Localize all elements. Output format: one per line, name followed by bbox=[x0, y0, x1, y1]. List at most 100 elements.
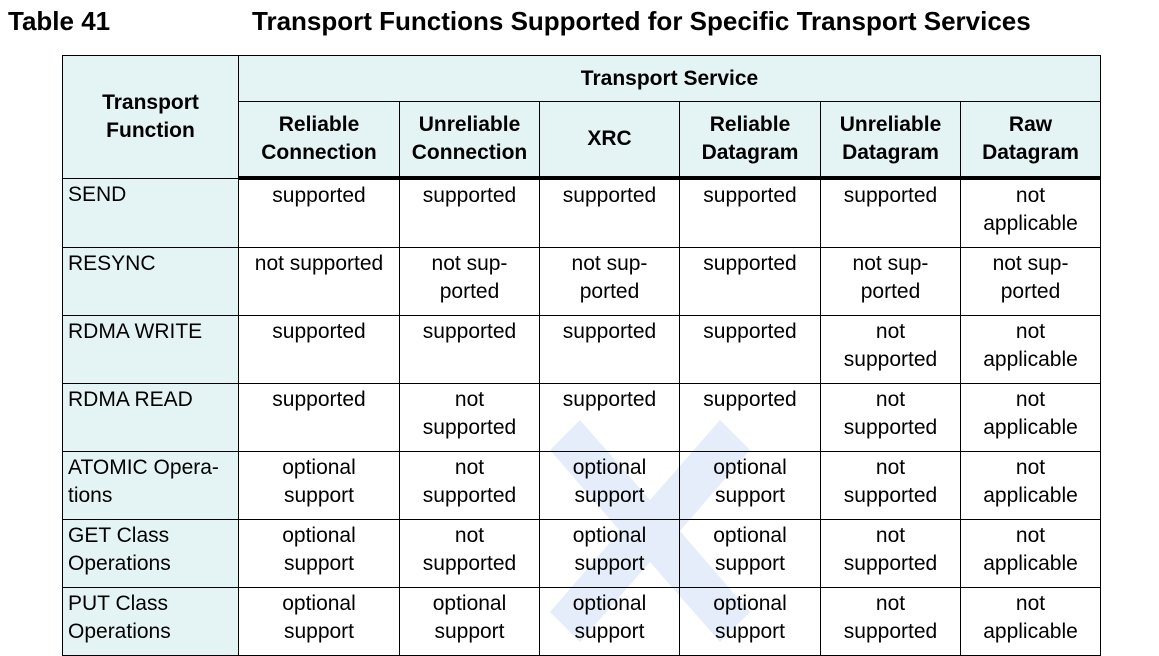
support-cell: not supported bbox=[399, 519, 540, 588]
function-label: RDMA READ bbox=[68, 388, 193, 411]
support-cell: optional support bbox=[679, 451, 821, 520]
support-cell: supported bbox=[539, 177, 680, 248]
support-cell: not sup- ported bbox=[820, 247, 961, 316]
support-cell: supported bbox=[679, 247, 821, 316]
function-label: GET Class Operations bbox=[68, 524, 171, 575]
row-header-function: ATOMIC Opera- tions bbox=[62, 451, 239, 520]
row-header-function: RESYNC bbox=[62, 247, 239, 316]
support-value: supported bbox=[703, 252, 797, 275]
support-cell: optional support bbox=[238, 451, 400, 520]
support-value: supported bbox=[703, 320, 797, 343]
support-value: not applicable bbox=[983, 456, 1078, 507]
support-cell: supported bbox=[238, 315, 400, 384]
support-value: not supported bbox=[843, 388, 938, 439]
function-label: RDMA WRITE bbox=[68, 320, 203, 343]
support-value: not supported bbox=[422, 456, 517, 507]
support-value: optional support bbox=[572, 456, 647, 507]
support-cell: not sup- ported bbox=[399, 247, 540, 316]
support-cell: not applicable bbox=[959, 177, 1102, 248]
support-cell: supported bbox=[539, 383, 680, 452]
support-cell: optional support bbox=[679, 587, 821, 656]
support-value: optional support bbox=[432, 592, 507, 643]
support-value: optional support bbox=[713, 456, 787, 507]
table-caption: Table 41 Transport Functions Supported f… bbox=[8, 4, 1153, 38]
support-cell: not sup- ported bbox=[539, 247, 680, 316]
support-value: not applicable bbox=[983, 184, 1078, 235]
support-value: supported bbox=[562, 320, 657, 343]
support-cell: supported bbox=[679, 383, 821, 452]
support-value: not supported bbox=[422, 388, 517, 439]
row-header-function: RDMA READ bbox=[62, 383, 239, 452]
support-cell: not supported bbox=[820, 315, 961, 384]
support-cell: not supported bbox=[399, 383, 540, 452]
support-cell: optional support bbox=[539, 451, 680, 520]
support-cell: supported bbox=[238, 177, 400, 248]
support-value: optional support bbox=[572, 524, 647, 575]
support-cell: supported bbox=[539, 315, 680, 384]
support-value: not supported bbox=[843, 320, 938, 371]
support-value: supported bbox=[422, 320, 517, 343]
column-header-label: Unreliable Connection bbox=[411, 113, 528, 164]
support-value: not supported bbox=[843, 456, 938, 507]
support-value: supported bbox=[843, 184, 938, 207]
support-cell: supported bbox=[820, 177, 961, 248]
corner-header-label: Transport Function bbox=[102, 90, 199, 142]
table-row: ATOMIC Opera- tions optional support not s… bbox=[62, 451, 1102, 520]
support-cell: not applicable bbox=[959, 315, 1102, 384]
support-value: not sup- ported bbox=[431, 252, 508, 303]
support-cell: not supported bbox=[820, 519, 961, 588]
support-cell: not supported bbox=[820, 383, 961, 452]
column-header: Reliable Datagram bbox=[679, 101, 821, 180]
support-value: not supported bbox=[843, 524, 938, 575]
function-label: PUT Class Operations bbox=[68, 592, 171, 643]
function-label: ATOMIC Opera- tions bbox=[68, 456, 219, 507]
support-cell: not applicable bbox=[959, 383, 1102, 452]
support-value: not supported bbox=[422, 524, 517, 575]
header-row-group: Transport Function Transport Service bbox=[62, 55, 1102, 179]
table-row: PUT Class Operations optional support opti… bbox=[62, 587, 1102, 656]
support-value: optional support bbox=[713, 524, 787, 575]
support-value: optional support bbox=[572, 592, 647, 643]
group-header: Transport Service bbox=[237, 55, 1102, 102]
support-cell: not supported bbox=[820, 587, 961, 656]
row-header-function: SEND bbox=[62, 177, 239, 248]
table-title: Transport Functions Supported for Specif… bbox=[252, 6, 1031, 36]
column-header-label: Reliable Connection bbox=[261, 113, 377, 164]
support-value: supported bbox=[422, 184, 517, 207]
transport-functions-table: Transport Function Transport Service Rel… bbox=[62, 55, 1102, 656]
support-value: supported bbox=[703, 184, 797, 207]
column-header-label: Unreliable Datagram bbox=[839, 113, 942, 164]
support-cell: supported bbox=[238, 383, 400, 452]
support-value: not applicable bbox=[983, 388, 1078, 439]
function-label: RESYNC bbox=[68, 252, 156, 275]
table-row: RESYNC not supported not sup- ported not su… bbox=[62, 247, 1102, 316]
support-cell: supported bbox=[679, 177, 821, 248]
header-row-columns: Reliable Connection Unreliable Connection… bbox=[63, 101, 1102, 180]
support-value: optional support bbox=[282, 456, 356, 507]
support-value: supported bbox=[562, 388, 657, 411]
support-value: supported bbox=[562, 184, 657, 207]
column-header: Reliable Connection bbox=[238, 101, 400, 180]
support-value: not sup- ported bbox=[852, 252, 929, 303]
corner-header: Transport Function bbox=[62, 55, 239, 179]
support-cell: optional support bbox=[238, 519, 400, 588]
support-cell: not supported bbox=[820, 451, 961, 520]
column-header: Unreliable Datagram bbox=[820, 101, 961, 180]
column-header-label: Raw Datagram bbox=[982, 113, 1079, 164]
support-cell: optional support bbox=[539, 519, 680, 588]
table-row: GET Class Operations optional support not … bbox=[62, 519, 1102, 588]
support-value: not applicable bbox=[983, 320, 1078, 371]
column-header: Raw Datagram bbox=[959, 101, 1102, 180]
support-value: not supported bbox=[254, 252, 384, 275]
support-cell: not applicable bbox=[959, 519, 1102, 588]
support-cell: optional support bbox=[238, 587, 400, 656]
support-value: not sup- ported bbox=[992, 252, 1069, 303]
support-value: not applicable bbox=[983, 592, 1078, 643]
support-value: optional support bbox=[713, 592, 787, 643]
support-value: not applicable bbox=[983, 524, 1078, 575]
support-cell: not supported bbox=[238, 247, 400, 316]
support-value: not sup- ported bbox=[571, 252, 648, 303]
group-header-label: Transport Service bbox=[580, 66, 759, 90]
